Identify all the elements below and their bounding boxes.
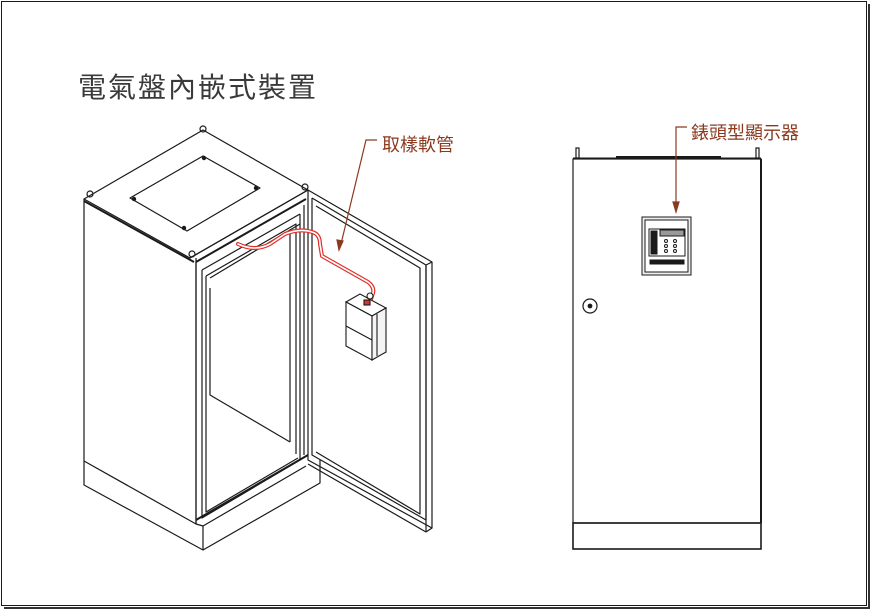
lifting-bolt-icon bbox=[755, 147, 760, 159]
sampling-hose-leader bbox=[336, 139, 377, 252]
lifting-eye-icon bbox=[301, 183, 309, 191]
top-plate bbox=[129, 155, 261, 232]
open-door bbox=[307, 189, 433, 533]
plate-screw bbox=[253, 185, 259, 191]
closed-cabinet bbox=[572, 147, 762, 550]
meter-display-leader bbox=[672, 126, 687, 215]
plate-screw bbox=[201, 155, 207, 161]
closed-cabinet-plinth bbox=[572, 522, 762, 550]
bar-graph-display bbox=[650, 230, 658, 255]
diagram-title: 電氣盤內嵌式裝置 bbox=[78, 71, 319, 104]
meter-buttons bbox=[649, 259, 685, 265]
sampling-hose bbox=[236, 228, 376, 304]
frame-shadow bbox=[4, 4, 870, 609]
lifting-bolt-icon bbox=[575, 147, 580, 159]
open-cabinet bbox=[83, 125, 433, 551]
lifting-eye-icon bbox=[86, 190, 94, 198]
cabinet-plinth bbox=[83, 461, 204, 551]
meter-display bbox=[641, 216, 692, 276]
sampling-hose-label: 取樣軟管 bbox=[382, 135, 454, 156]
plate-screw bbox=[131, 196, 137, 202]
door-lock-icon bbox=[582, 298, 598, 314]
detector-unit bbox=[344, 292, 388, 361]
indicator-leds bbox=[664, 239, 677, 253]
lcd-readout bbox=[659, 229, 685, 237]
plate-screw bbox=[181, 225, 187, 231]
meter-display-label: 錶頭型顯示器 bbox=[691, 123, 799, 144]
cabinet-front bbox=[572, 158, 762, 524]
hose-fitting-icon bbox=[366, 292, 374, 300]
lifting-eye-icon bbox=[199, 125, 207, 133]
